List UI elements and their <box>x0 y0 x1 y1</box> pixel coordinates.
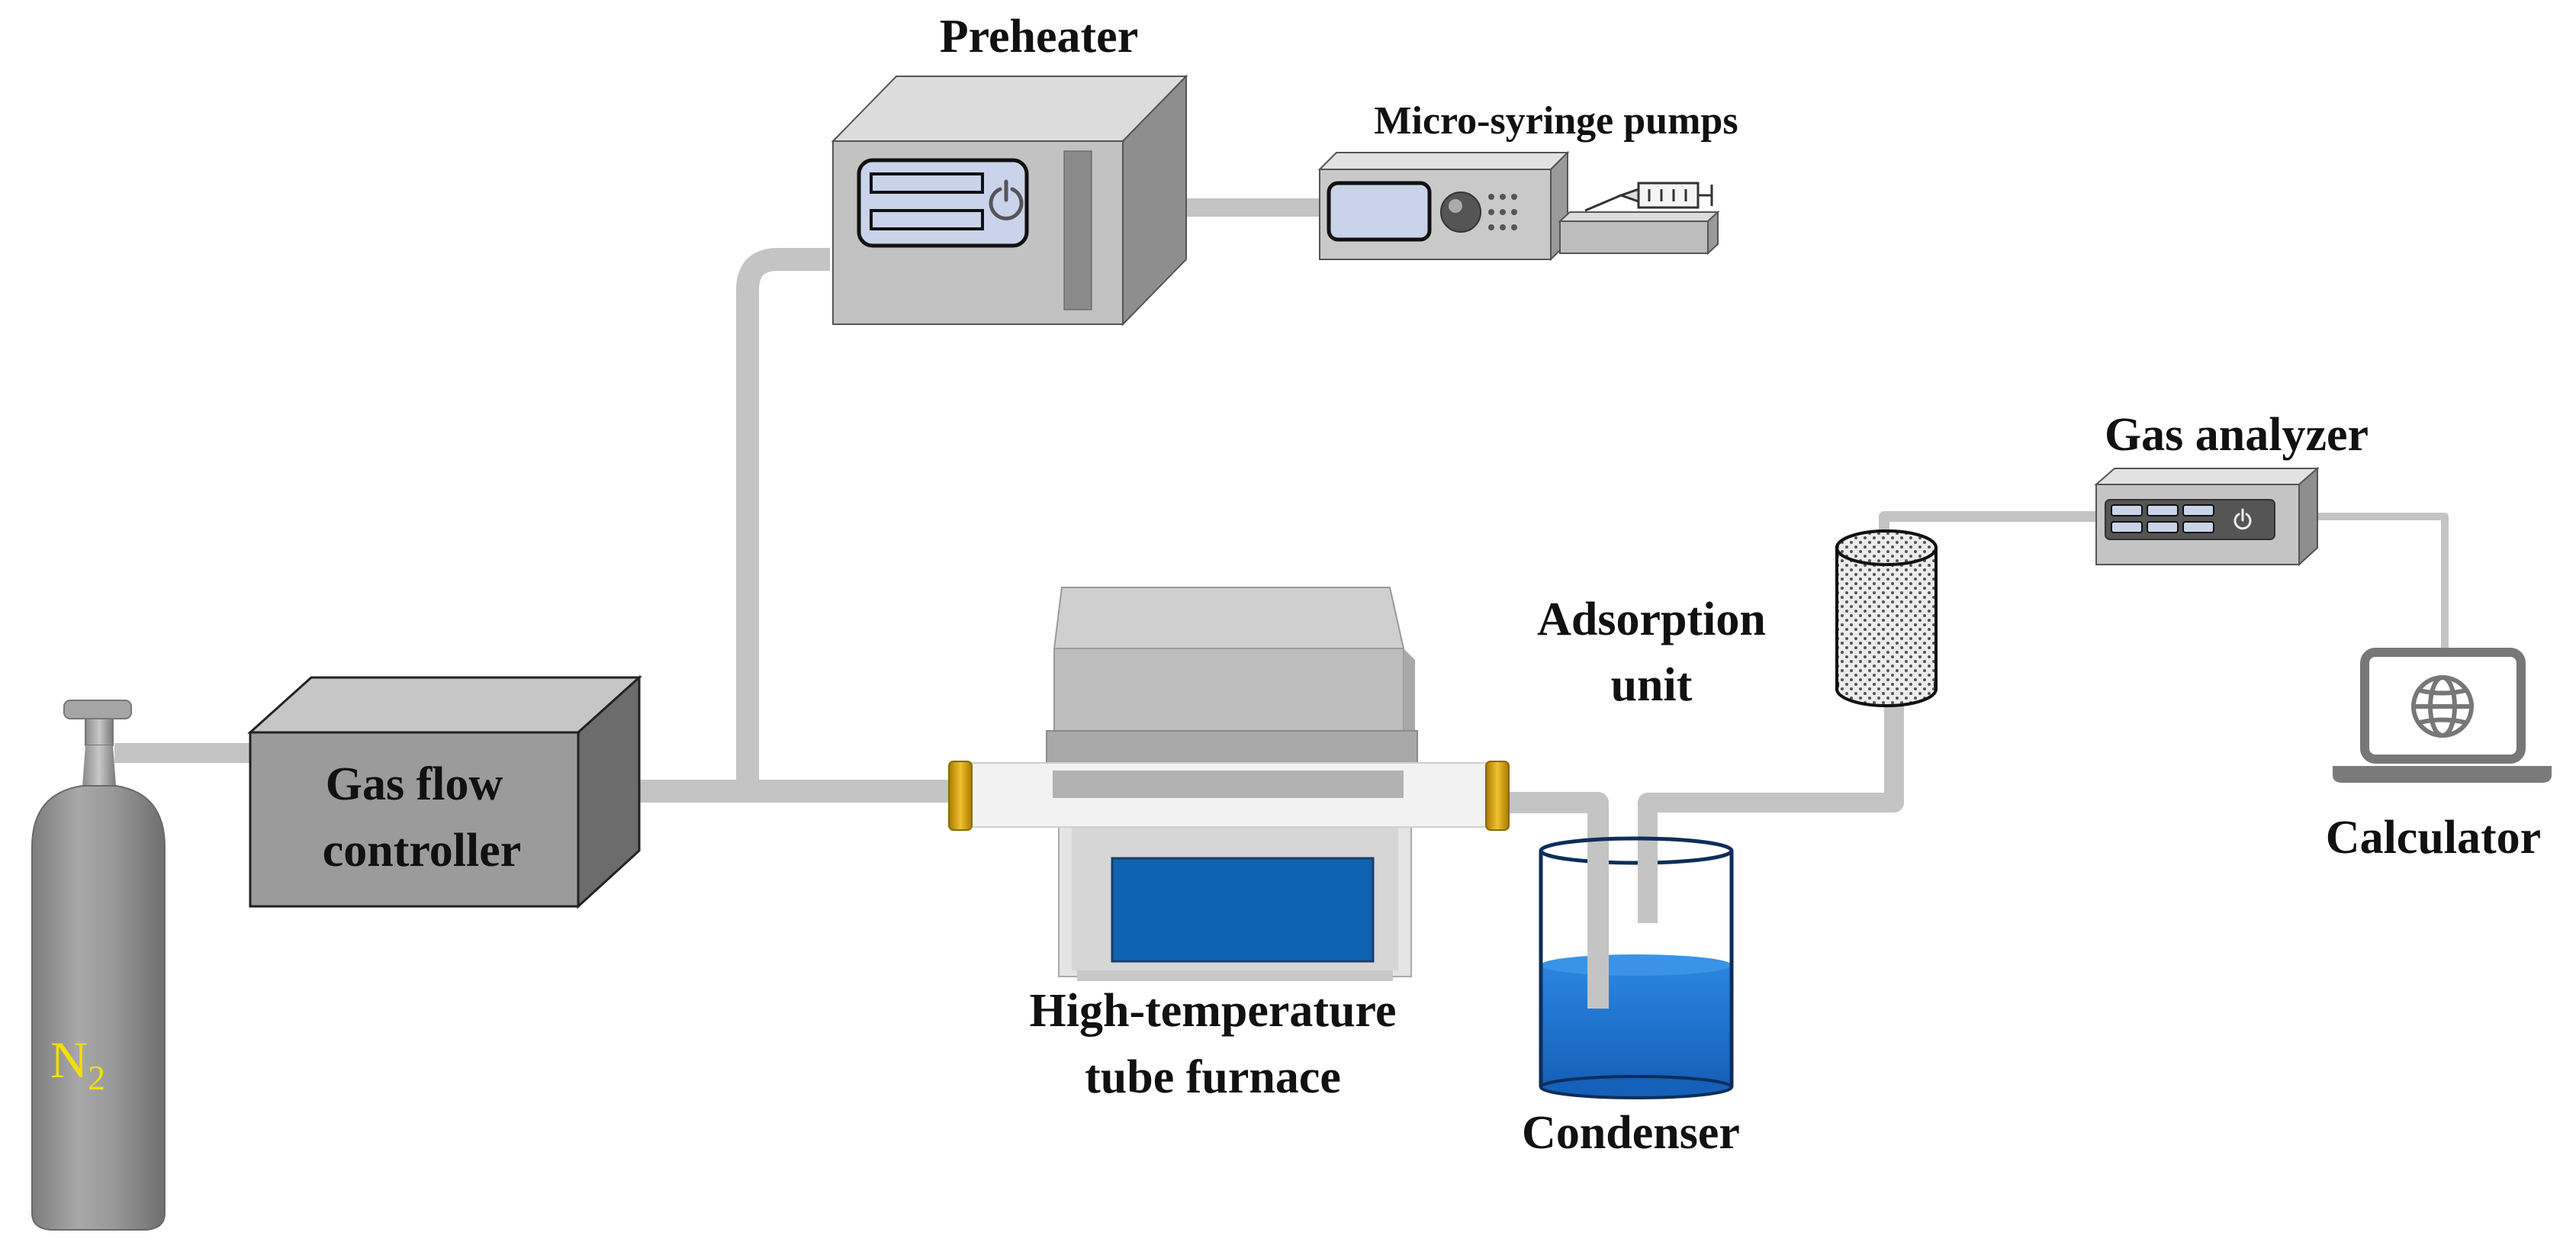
furnace-window <box>1111 857 1375 963</box>
pump-keypad <box>1488 194 1517 230</box>
flange-right <box>1485 761 1510 831</box>
preheater: Preheater <box>831 11 1188 327</box>
condenser-water <box>1541 965 1732 1087</box>
gas-flow-controller-label-line2: controller <box>323 825 522 877</box>
pipe-analyzer-to-calculator <box>2315 513 2449 652</box>
pump-knob <box>1440 191 1481 233</box>
power-icon <box>989 179 1024 220</box>
globe-icon <box>2411 675 2474 738</box>
calculator-laptop: Calculator <box>2326 648 2552 864</box>
flange-left <box>948 761 973 831</box>
power-icon <box>2233 508 2252 530</box>
n2-cylinder: N2 <box>31 700 166 1231</box>
pipe-condenser-to-adsorption <box>1638 690 1904 923</box>
gas-flow-controller-label-line1: Gas flow <box>326 758 503 810</box>
gas-flow-controller: Gas flow controller <box>247 674 642 909</box>
micro-syringe-pumps-label: Micro-syringe pumps <box>1374 99 1738 143</box>
furnace-label-line2: tube furnace <box>1085 1051 1341 1103</box>
laptop-base <box>2333 766 2552 783</box>
calculator-label: Calculator <box>2326 812 2541 864</box>
adsorption-unit: Adsorption unit <box>1537 529 1938 711</box>
gas-analyzer-label: Gas analyzer <box>2105 409 2369 461</box>
condenser-label: Condenser <box>1522 1107 1740 1159</box>
adsorption-label-line1: Adsorption <box>1537 594 1766 645</box>
furnace-label-line1: High-temperature <box>1030 985 1397 1037</box>
adsorption-label-line2: unit <box>1611 659 1693 711</box>
tube-furnace: High-temperature tube furnace <box>948 587 1510 1103</box>
cylinder-label: N2 <box>50 1031 105 1097</box>
gas-analyzer: Gas analyzer <box>2094 409 2369 567</box>
syringe-icon <box>1584 182 1713 212</box>
micro-syringe-pump: Micro-syringe pumps <box>1317 99 1738 262</box>
condenser: Condenser <box>1522 836 1740 1159</box>
pipe-branch-to-preheater <box>736 248 830 791</box>
preheater-label: Preheater <box>940 11 1138 63</box>
pump-screen <box>1327 181 1432 242</box>
